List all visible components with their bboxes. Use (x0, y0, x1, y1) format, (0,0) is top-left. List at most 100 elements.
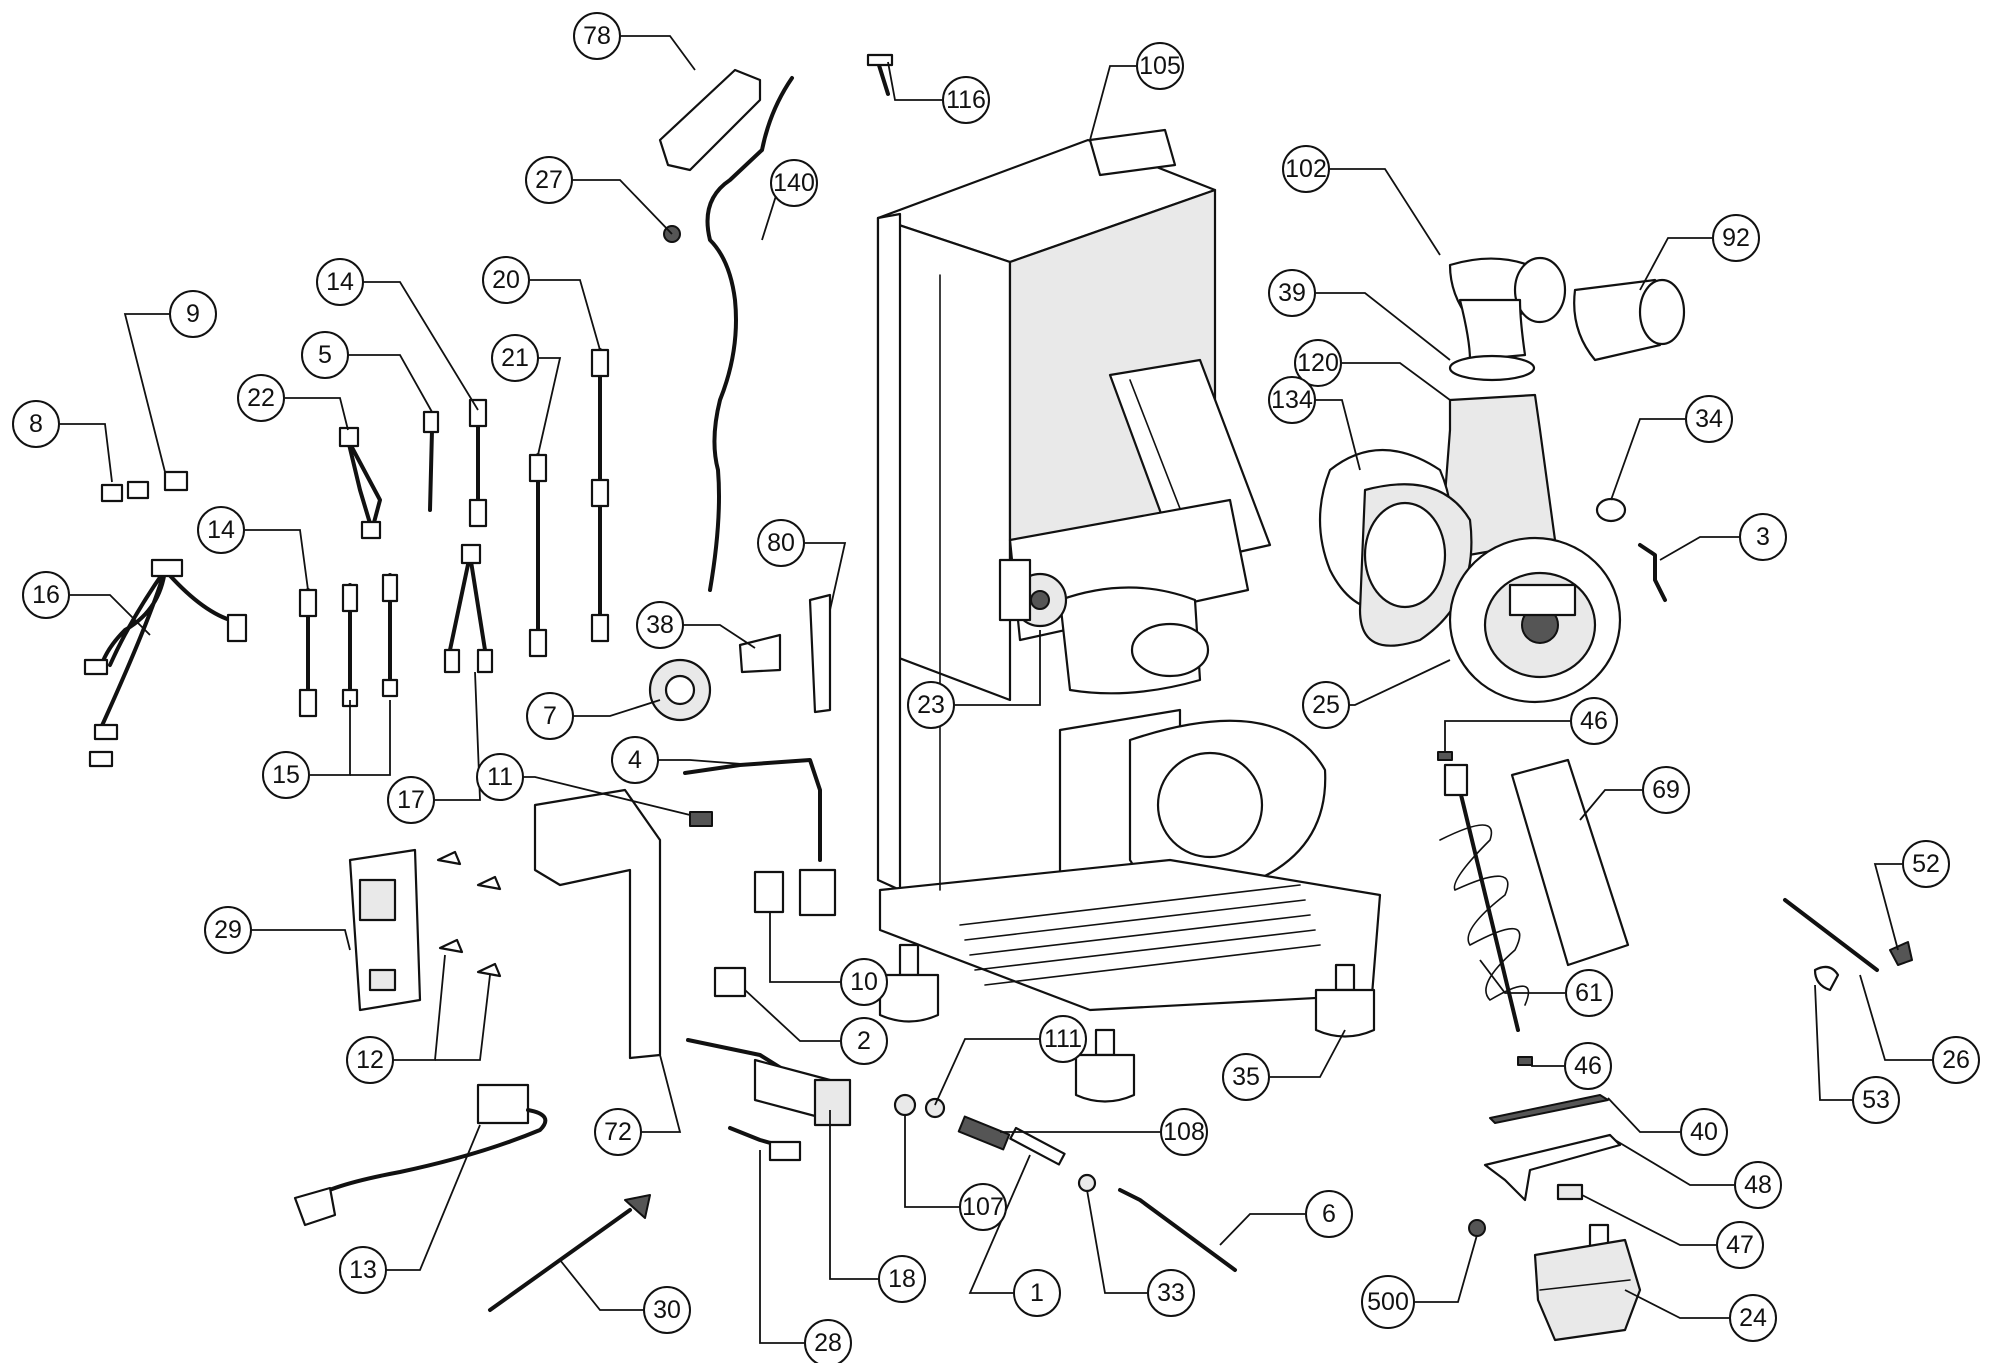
callout-27: 27 (525, 156, 573, 204)
callout-11-label: 11 (487, 763, 513, 791)
part-18-block (686, 1038, 852, 1127)
callout-23: 23 (907, 681, 955, 729)
part-34-cap (1595, 497, 1627, 523)
part-3-clip (1638, 543, 1667, 602)
leader-lines (56, 35, 1932, 1344)
callout-26-label: 26 (1942, 1046, 1970, 1074)
callout-30: 30 (643, 1286, 691, 1334)
part-116-screw (866, 53, 894, 96)
part-38-switch (738, 633, 782, 674)
callout-108: 108 (1160, 1108, 1208, 1156)
callout-1-label: 1 (1030, 1279, 1044, 1307)
callout-6-label: 6 (1322, 1200, 1336, 1228)
callout-107-label: 107 (962, 1193, 1004, 1221)
callout-13: 13 (339, 1246, 387, 1294)
callout-39: 39 (1268, 269, 1316, 317)
part-47-pad (1556, 1183, 1584, 1201)
callout-7-label: 7 (543, 702, 557, 730)
callout-53-label: 53 (1862, 1086, 1890, 1114)
part-11-clip (689, 811, 713, 827)
callout-38-label: 38 (646, 611, 674, 639)
callout-80-label: 80 (767, 529, 795, 557)
callout-140-label: 140 (773, 169, 815, 197)
callout-28-label: 28 (814, 1329, 842, 1357)
callout-14-mid: 14 (197, 506, 245, 554)
callout-108-label: 108 (1163, 1118, 1205, 1146)
callout-102-label: 102 (1285, 155, 1327, 183)
part-52-clip (1889, 941, 1913, 966)
callout-23-label: 23 (917, 691, 945, 719)
part-28-harness (728, 1126, 802, 1162)
callout-15: 15 (262, 751, 310, 799)
callout-7: 7 (526, 692, 574, 740)
callout-46-top-label: 46 (1580, 707, 1608, 735)
part-10-switch (753, 870, 785, 914)
callout-24-label: 24 (1739, 1304, 1767, 1332)
part-4-sensor (683, 758, 837, 917)
callout-29: 29 (204, 906, 252, 954)
callout-52-label: 52 (1912, 850, 1940, 878)
callout-21-label: 21 (501, 344, 529, 372)
callout-500: 500 (1361, 1275, 1415, 1329)
callout-2: 2 (840, 1017, 888, 1065)
part-48-bracket (1483, 1133, 1622, 1202)
part-26-probe (1783, 898, 1879, 972)
callout-18-label: 18 (888, 1265, 916, 1293)
callout-134-label: 134 (1271, 386, 1313, 414)
callout-40: 40 (1680, 1108, 1728, 1156)
part-53-clip (1813, 965, 1840, 992)
callout-14-top-label: 14 (326, 268, 354, 296)
callout-17: 17 (387, 776, 435, 824)
callout-140: 140 (770, 159, 818, 207)
part-30-probe (488, 1194, 651, 1312)
part-1-rod (1009, 1126, 1066, 1166)
callout-29-label: 29 (214, 916, 242, 944)
callout-1: 1 (1013, 1269, 1061, 1317)
callout-61-label: 61 (1575, 979, 1603, 1007)
callout-105-label: 105 (1139, 52, 1181, 80)
callout-25-label: 25 (1312, 691, 1340, 719)
part-78-bracket (658, 68, 762, 172)
part-29-board (348, 848, 422, 1012)
part-40-plate (1489, 1094, 1609, 1124)
callout-107: 107 (959, 1183, 1007, 1231)
callout-48-label: 48 (1744, 1171, 1772, 1199)
flue-assembly (1318, 256, 1686, 704)
callout-34: 34 (1685, 395, 1733, 443)
callout-39-label: 39 (1278, 279, 1306, 307)
callout-6: 6 (1305, 1190, 1353, 1238)
callout-25: 25 (1302, 681, 1350, 729)
part-108-spring (957, 1115, 1011, 1151)
callout-500-label: 500 (1367, 1288, 1409, 1316)
callout-69-label: 69 (1652, 776, 1680, 804)
callout-92: 92 (1712, 214, 1760, 262)
callout-17-label: 17 (397, 786, 425, 814)
callout-10: 10 (840, 958, 888, 1006)
callout-38: 38 (636, 601, 684, 649)
main-body-105 (876, 128, 1382, 1012)
callout-28: 28 (804, 1319, 852, 1367)
callout-40-label: 40 (1690, 1118, 1718, 1146)
callout-120-label: 120 (1297, 349, 1339, 377)
part-500-nut (1468, 1219, 1486, 1237)
callout-30-label: 30 (653, 1296, 681, 1324)
callout-26: 26 (1932, 1036, 1980, 1084)
callout-10-label: 10 (850, 968, 878, 996)
callout-15-label: 15 (272, 761, 300, 789)
part-33-nut (1077, 1173, 1097, 1193)
part-80-bracket (808, 593, 832, 714)
feet-35 (878, 943, 1376, 1103)
part-69-plate (1510, 758, 1630, 967)
callout-22: 22 (237, 374, 285, 422)
part-46-bottom (1517, 1056, 1533, 1066)
callout-111-label: 111 (1044, 1025, 1082, 1053)
callout-78-label: 78 (583, 22, 611, 50)
callout-21: 21 (491, 334, 539, 382)
callout-111: 111 (1039, 1015, 1087, 1063)
callout-14-top: 14 (316, 258, 364, 306)
callout-78: 78 (573, 12, 621, 60)
callout-92-label: 92 (1722, 224, 1750, 252)
part-6-rod (1118, 1188, 1237, 1272)
part-61-auger (1439, 763, 1530, 1032)
